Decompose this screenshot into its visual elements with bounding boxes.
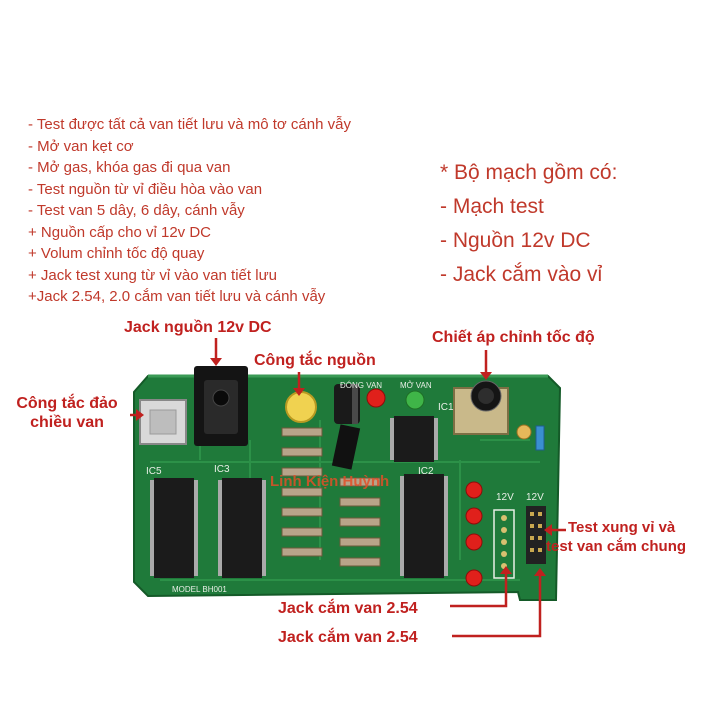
ic5-chip: [150, 478, 198, 578]
pin-header-2-54: [493, 509, 515, 579]
callout-potentiometer: Chiết áp chỉnh tốc độ: [432, 329, 595, 346]
led-red: [366, 388, 386, 408]
callout-direction-switch-line2: chiều van: [30, 414, 104, 431]
silk-led-close: ĐÓNG VAN: [340, 381, 382, 390]
silk-12v-a: 12V: [496, 492, 514, 503]
callout-pulse-test-line1: Test xung vỉ và: [568, 519, 676, 536]
kit-contents-item: - Nguồn 12v DC: [440, 229, 591, 252]
watermark: Linh Kiện Huỳnh: [270, 473, 389, 490]
callout-power-jack: Jack nguồn 12v DC: [124, 319, 272, 336]
valve-leds: [465, 481, 483, 587]
feature-item: - Mở gas, khóa gas đi qua van: [28, 159, 231, 176]
power-switch: [285, 391, 317, 423]
feature-item: + Volum chỉnh tốc độ quay: [28, 245, 205, 262]
callout-power-switch: Công tắc nguồn: [254, 352, 376, 369]
ic2-chip: [400, 474, 448, 578]
led-green: [405, 390, 425, 410]
ic1-chip: [390, 416, 438, 462]
callout-valve-jack-1: Jack cắm van 2.54: [278, 600, 418, 617]
pulse-test-header: [526, 506, 546, 564]
silk-led-open: MỞ VAN: [400, 381, 432, 390]
feature-item: + Nguồn cấp cho vỉ 12v DC: [28, 223, 212, 241]
kit-contents-title: * Bộ mạch gồm có:: [440, 161, 618, 184]
direction-switch: [139, 399, 187, 445]
silk-12v-b: 12V: [526, 492, 544, 503]
kit-contents: * Bộ mạch gồm có: - Mạch test - Nguồn 12…: [440, 156, 617, 292]
silk-ic2: IC2: [418, 466, 434, 477]
feature-item: + Jack test xung từ vỉ vào van tiết lưu: [28, 266, 277, 284]
silk-ic5: IC5: [146, 466, 162, 477]
silk-ic3: IC3: [214, 464, 230, 475]
callout-pulse-test-line2: test van cắm chung: [546, 538, 687, 555]
callout-valve-jack-2: Jack cắm van 2.54: [278, 629, 418, 646]
potentiometer: [453, 380, 509, 435]
feature-item: - Test được tất cả van tiết lưu và mô tơ…: [28, 116, 351, 133]
callout-arrowheads: [136, 358, 552, 576]
resistor-array: [281, 427, 381, 567]
silk-model: MODEL BH001: [172, 585, 227, 594]
feature-item: - Test nguồn từ vỉ điều hòa vào van: [28, 180, 263, 198]
callout-pulse-test: Test xung vỉ và test van cắm chung: [546, 518, 686, 556]
callout-direction-switch: Công tắc đảo chiều van: [2, 394, 132, 432]
kit-contents-item: - Jack cắm vào vỉ: [440, 263, 603, 286]
silk-ic1: IC1: [438, 402, 454, 413]
feature-item: - Mở van kẹt cơ: [28, 137, 134, 155]
callout-direction-switch-line1: Công tắc đảo: [16, 395, 118, 412]
kit-contents-item: - Mạch test: [440, 195, 544, 218]
regulator: [331, 424, 361, 470]
ceramic-capacitor: [516, 424, 532, 440]
ic3-chip: [218, 478, 266, 578]
feature-list: - Test được tất cả van tiết lưu và mô tơ…: [28, 114, 351, 308]
feature-item: - Test van 5 dây, 6 dây, cánh vẫy: [28, 202, 245, 219]
power-jack: [194, 366, 248, 446]
resistor: [535, 425, 545, 451]
feature-item: +Jack 2.54, 2.0 cắm van tiết lưu và cánh…: [28, 288, 326, 305]
capacitor: [334, 384, 360, 424]
